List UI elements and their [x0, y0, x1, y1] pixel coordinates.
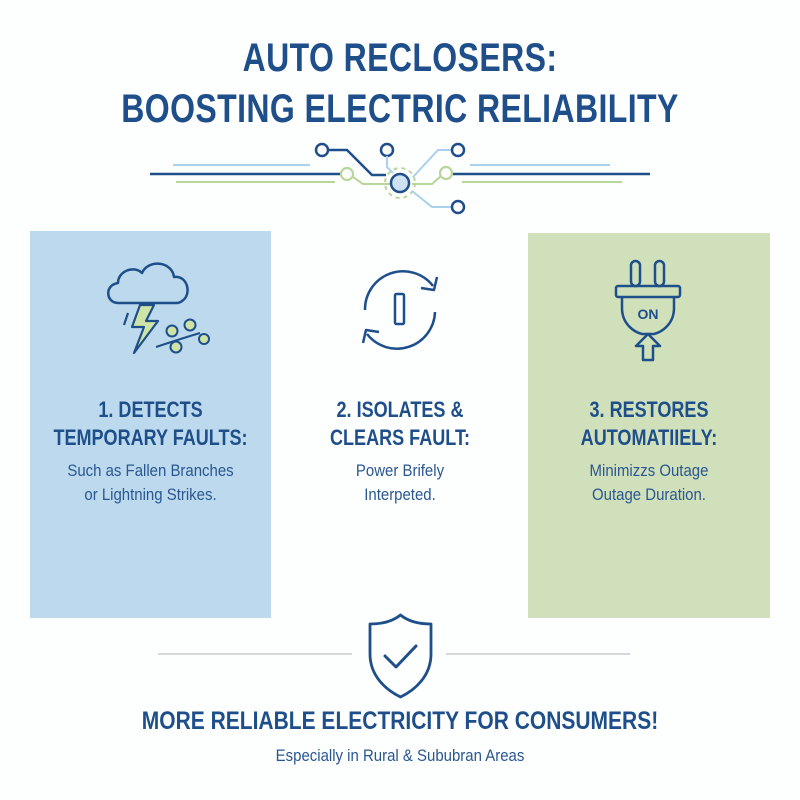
step-2-heading-line-1: 2. ISOLATES & — [336, 397, 464, 422]
circuit-divider-icon — [150, 142, 650, 215]
step-2-body-line-1: Power Brifely — [355, 461, 445, 480]
footer-divider-right — [446, 653, 630, 655]
page-title-line-2: BOOSTING ELECTRIC RELIABILITY — [121, 87, 679, 131]
shield-check-icon — [368, 613, 433, 699]
step-1-panel — [30, 231, 271, 618]
step-2-description: Power Brifely Interpeted. — [303, 459, 497, 507]
step-1-heading-line-1: 1. DETECTS — [98, 397, 203, 422]
step-3-heading: 3. RESTORES AUTOMATIIELY: — [550, 396, 748, 452]
step-1-body-line-1: Such as Fallen Branches — [67, 461, 234, 480]
step-1-heading: 1. DETECTS TEMPORARY FAULTS: — [52, 396, 250, 452]
plug-on-icon: ON — [614, 259, 682, 362]
step-2-heading-line-2: CLEARS FAULT: — [330, 425, 470, 450]
page-title-line-1: AUTO RECLOSERS: — [242, 36, 558, 80]
step-3-body-line-2: Outage Duration. — [592, 485, 706, 504]
footer-subtitle: Especially in Rural & Sububran Areas — [275, 746, 525, 765]
plug-on-label: ON — [638, 306, 659, 322]
step-3-description: Minimizzs Outage Outage Duration. — [543, 459, 756, 507]
step-1-description: Such as Fallen Branches or Lightning Str… — [44, 459, 256, 507]
footer-title: MORE RELIABLE ELECTRICITY FOR CONSUMERS! — [141, 707, 659, 735]
step-3-body-line-1: Minimizzs Outage — [589, 461, 709, 480]
power-cycle-icon — [361, 270, 439, 350]
step-1-heading-line-2: TEMPORARY FAULTS: — [53, 425, 248, 450]
step-2-body-line-2: Interpeted. — [364, 485, 436, 504]
footer-divider-left — [158, 653, 352, 655]
step-1-body-line-2: or Lightning Strikes. — [84, 485, 217, 504]
step-3-heading-line-2: AUTOMATIIELY: — [580, 425, 718, 450]
step-3-heading-line-1: 3. RESTORES — [589, 397, 709, 422]
step-2-heading: 2. ISOLATES & CLEARS FAULT: — [310, 396, 490, 452]
storm-cloud-lightning-branch-icon — [107, 262, 210, 355]
